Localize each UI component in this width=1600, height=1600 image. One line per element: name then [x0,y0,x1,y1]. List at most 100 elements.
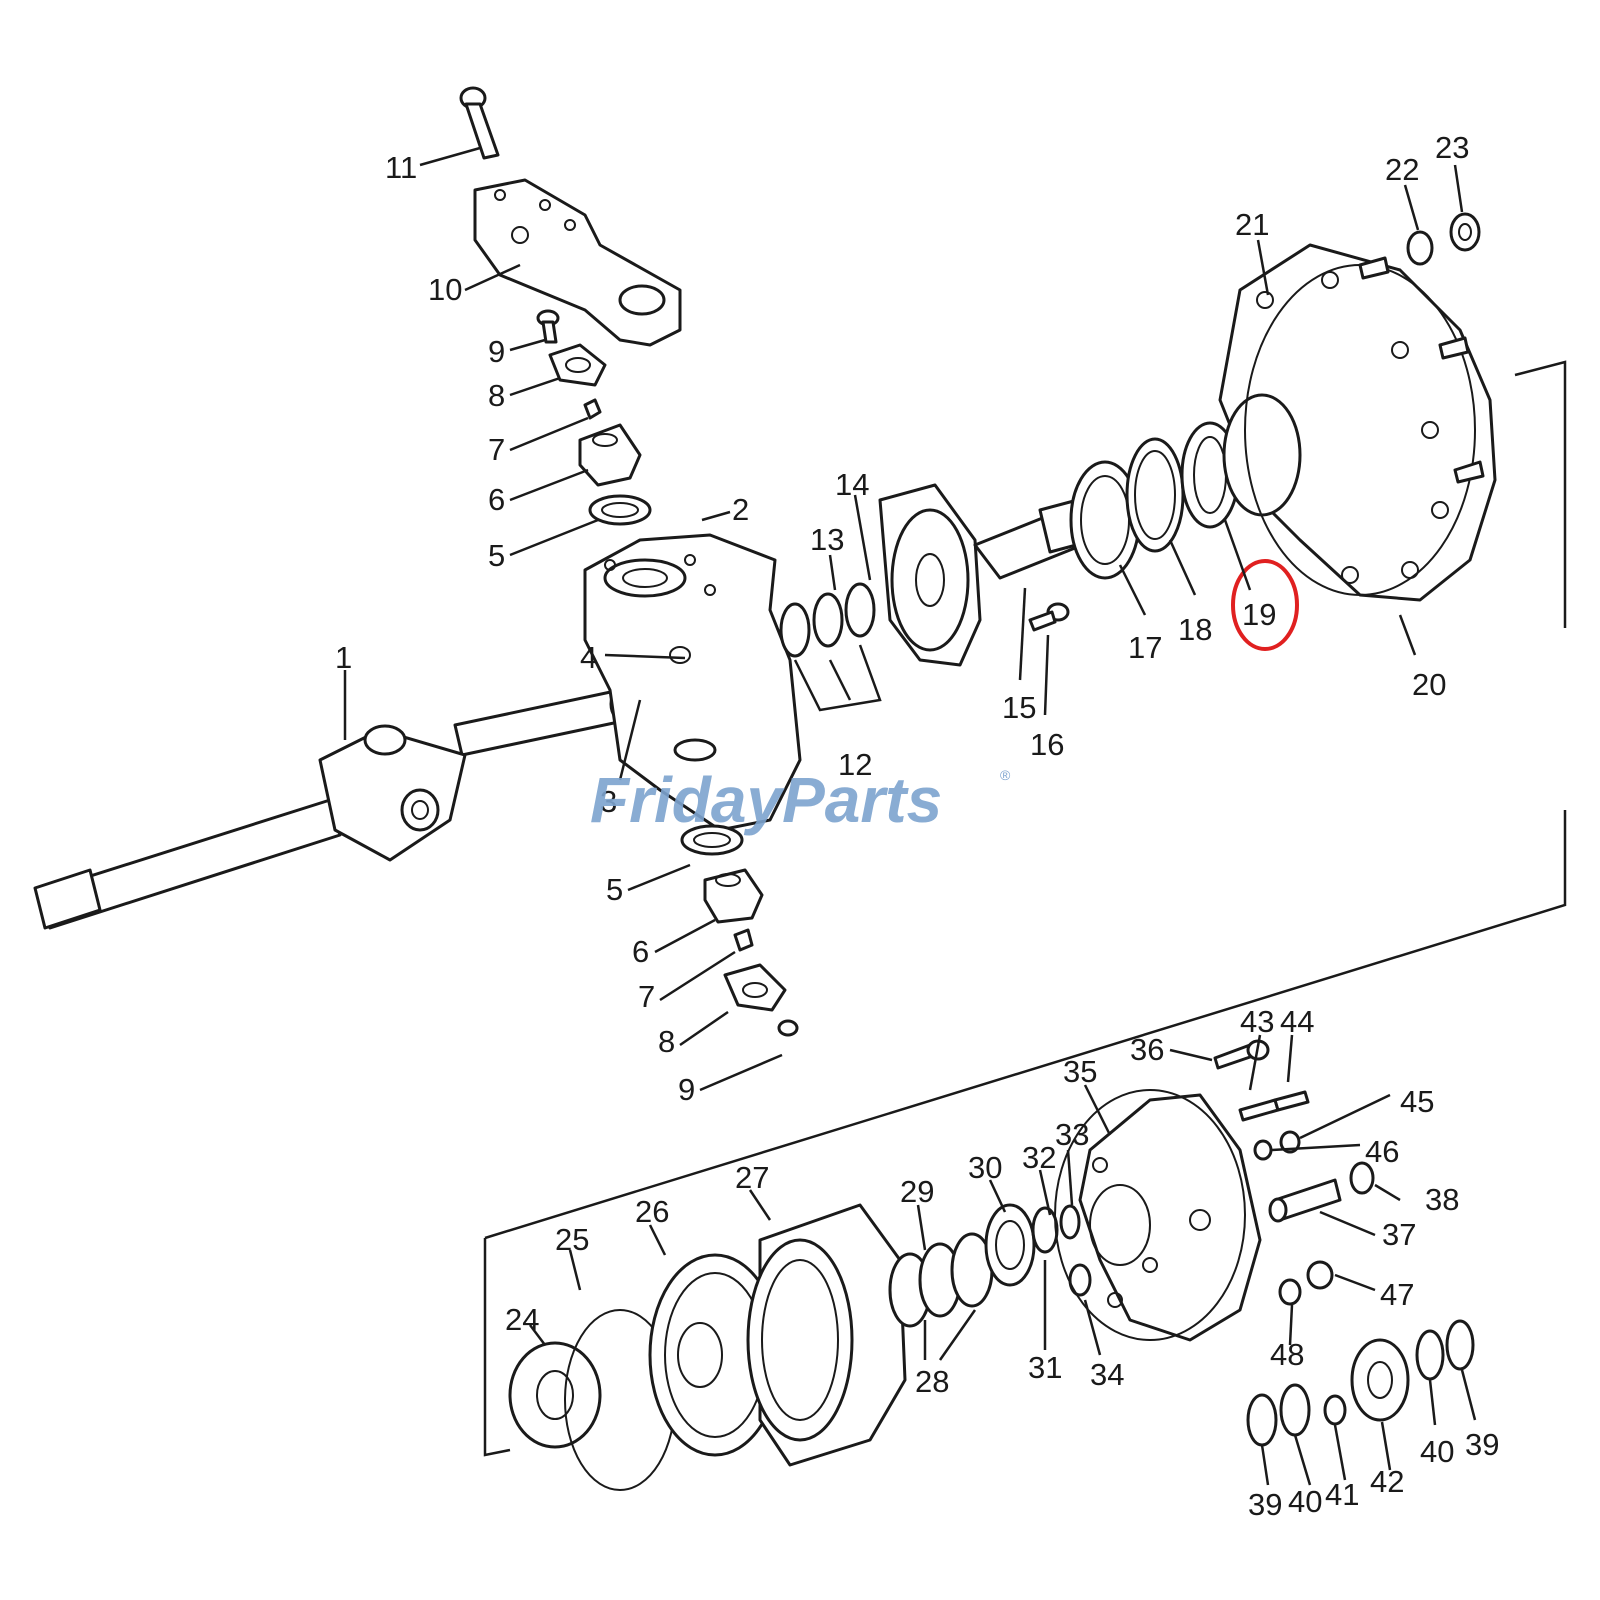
part-38-washer [1349,1161,1375,1195]
callout-40-right: 40 [1420,1434,1454,1469]
part-19-highlight-ring [1231,559,1299,651]
callout-7-lower: 7 [638,979,655,1014]
callout-15: 15 [1002,690,1036,725]
callout-18: 18 [1178,612,1212,647]
section-frame-upper [484,360,1567,1240]
part-34-washer [1068,1263,1092,1297]
part-2-knuckle-housing [583,533,802,832]
callout-4: 4 [580,640,597,675]
part-11-bolt [459,86,500,160]
callout-43: 43 [1240,1004,1274,1039]
callout-1: 1 [335,640,352,675]
callout-5-lower: 5 [606,872,623,907]
callout-24: 24 [505,1302,539,1337]
callout-8-upper: 8 [488,378,505,413]
callout-32: 32 [1022,1140,1056,1175]
watermark-text: FridayParts [590,764,942,836]
callout-17: 17 [1128,630,1162,665]
callout-23: 23 [1435,130,1469,165]
callout-16: 16 [1030,727,1064,762]
part-8-upper-cap [548,343,607,387]
callout-8-lower: 8 [658,1024,675,1059]
callout-35: 35 [1063,1054,1097,1089]
part-12-13-14-seals [779,582,876,658]
part-37-shaft [1268,1178,1342,1223]
callout-7-upper: 7 [488,432,505,467]
part-45-46-screw-washer [1253,1130,1301,1161]
part-20-hub [1218,243,1497,602]
callout-3: 3 [600,784,617,819]
part-9-upper-bolt [536,309,560,344]
part-27-ring-gear [746,1203,907,1467]
callout-44: 44 [1280,1004,1314,1039]
part-5-upper-cup [588,494,652,526]
callout-39-left: 39 [1248,1487,1282,1522]
callout-48: 48 [1270,1337,1304,1372]
callout-27: 27 [735,1160,769,1195]
callout-13: 13 [810,522,844,557]
callout-46: 46 [1365,1134,1399,1169]
part-15-spindle [878,483,1097,667]
section-frame-lower [483,1238,511,1457]
callout-34: 34 [1090,1357,1124,1392]
callout-11: 11 [385,150,417,185]
part-1-axle-shaft [33,684,641,930]
part-10-steering-arm [473,178,682,347]
part-18-bearing-cup [1125,437,1185,553]
callout-41: 41 [1325,1477,1359,1512]
callout-12: 12 [838,747,872,782]
callout-2: 2 [732,492,749,527]
callout-25: 25 [555,1222,589,1257]
part-5-lower-cup [680,824,744,856]
part-36-bolt [1213,1039,1270,1070]
part-43-44-pins [1238,1090,1310,1122]
callout-26: 26 [635,1194,669,1229]
callout-45: 45 [1400,1084,1434,1119]
callout-31: 31 [1028,1350,1062,1385]
callout-22: 22 [1385,152,1419,187]
callout-6-lower: 6 [632,934,649,969]
part-9-lower-bolt [777,1019,799,1037]
part-16-bolt [1028,602,1070,632]
part-22-washer [1406,230,1434,266]
part-6-upper-bearing-cone [578,423,642,487]
callout-5-upper: 5 [488,538,505,573]
leader-lines [343,146,1477,1486]
callout-40-left: 40 [1288,1484,1322,1519]
part-3-axle-pin [669,646,691,664]
callout-37: 37 [1382,1217,1416,1252]
callout-19: 19 [1242,597,1276,632]
part-23-nut [1449,212,1481,252]
callout-30: 30 [968,1150,1002,1185]
callout-33: 33 [1055,1117,1089,1152]
callout-36: 36 [1130,1032,1164,1067]
part-7-lower-fitting [733,928,754,952]
callout-21: 21 [1235,207,1269,242]
part-31-32-33-spacers [1031,1204,1081,1254]
callout-9-lower: 9 [678,1072,695,1107]
callout-38: 38 [1425,1182,1459,1217]
watermark-registered-mark: ® [1000,767,1011,783]
callout-42: 42 [1370,1464,1404,1499]
callout-9-upper: 9 [488,334,505,369]
part-35-planet-carrier [1054,1089,1262,1342]
callout-39-right: 39 [1465,1427,1499,1462]
part-7-upper-fitting [583,398,602,420]
callout-6-upper: 6 [488,482,505,517]
callout-20: 20 [1412,667,1446,702]
part-28-29-washers [888,1232,994,1328]
part-6-lower-bearing-cone [703,868,764,924]
part-24-bearing [508,1341,602,1449]
callout-29: 29 [900,1174,934,1209]
callout-28: 28 [915,1364,949,1399]
part-30-sun-gear [984,1203,1036,1287]
part-8-lower-cap [723,963,787,1012]
watermark-logo: FridayParts ® [590,764,1011,836]
callout-14: 14 [835,467,869,502]
callout-10: 10 [428,272,462,307]
part-39-42-planet-gear-set [1246,1319,1475,1447]
part-47-48-plugs [1278,1260,1334,1306]
callout-labels: 1 2 3 4 5 5 6 6 7 7 8 8 9 9 10 11 12 13 … [335,130,1499,1522]
callout-47: 47 [1380,1277,1414,1312]
